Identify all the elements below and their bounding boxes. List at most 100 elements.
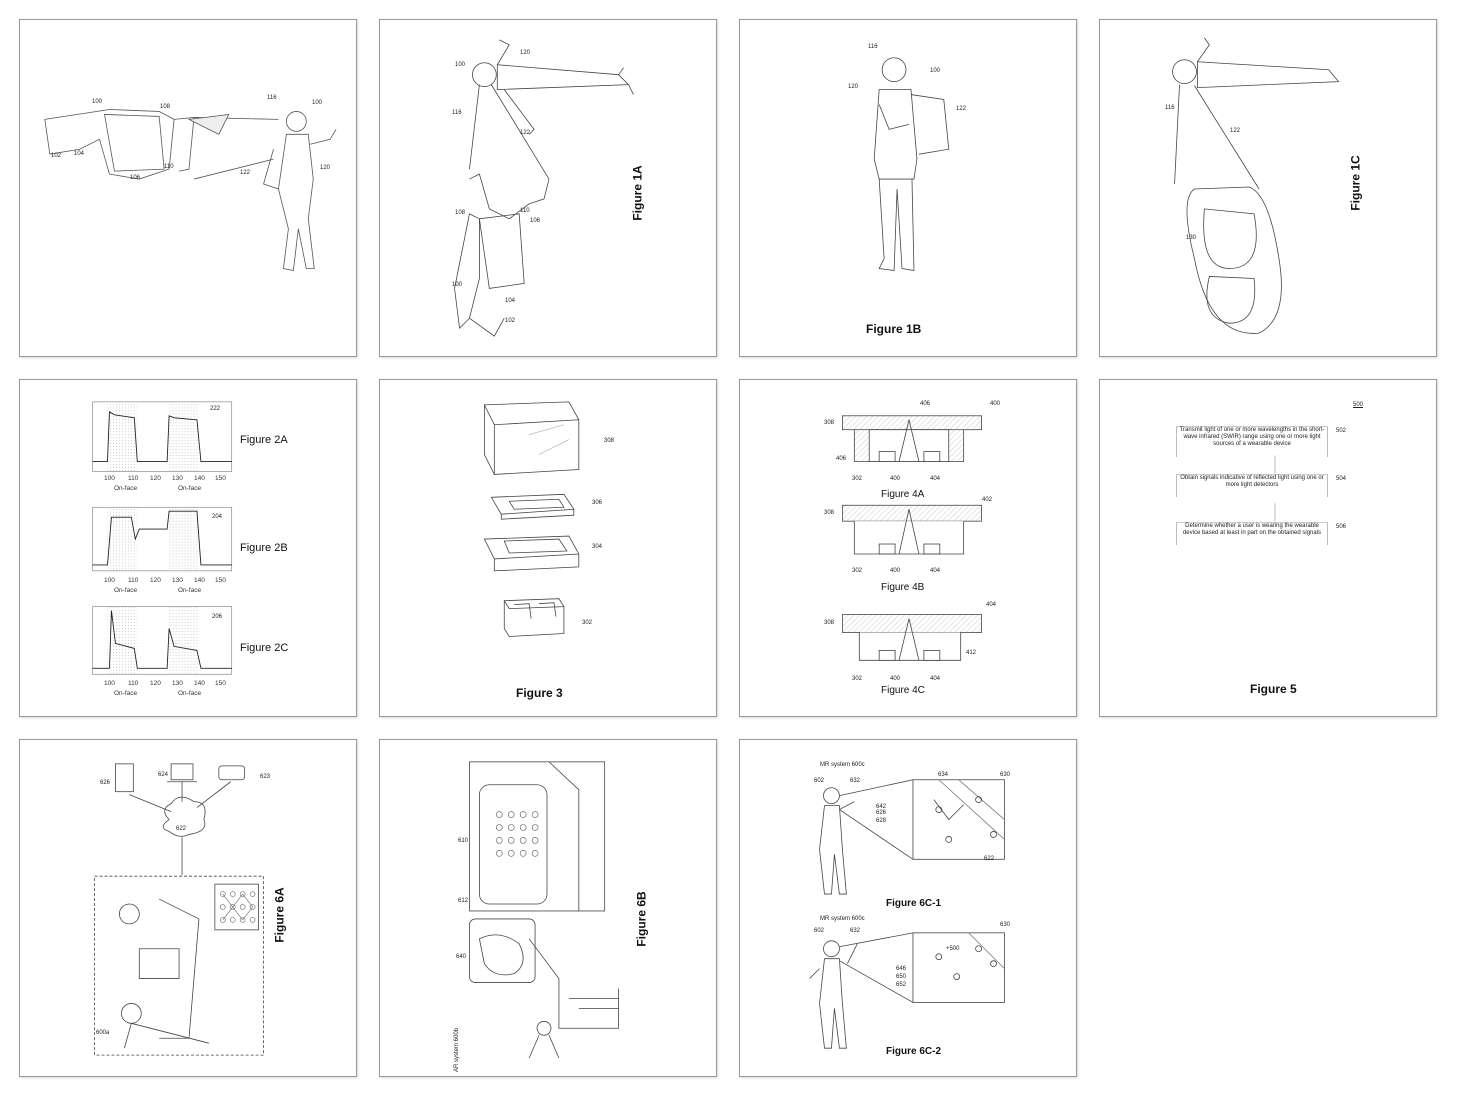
label-400-a: 400 (890, 476, 901, 482)
label-308-b: 308 (824, 510, 835, 516)
label-130-1c: 130 (1186, 235, 1197, 241)
figure-6b-caption: Figure 6B (634, 891, 649, 947)
label-632: 632 (850, 778, 861, 784)
label-622: 622 (984, 856, 995, 862)
label-120: 120 (320, 165, 331, 171)
label-640: 640 (456, 954, 467, 960)
tick: 110 (128, 577, 139, 584)
label-404-c: 404 (986, 602, 997, 608)
glasses-and-person-drawing (44, 109, 337, 271)
tick: 140 (194, 475, 205, 482)
label-100-1a: 100 (455, 62, 466, 68)
label-104: 104 (74, 151, 85, 157)
label-622: 622 (176, 826, 187, 832)
tick: 120 (150, 475, 161, 482)
on-face-label: On-face (114, 690, 138, 697)
figure-tile-2[interactable]: 222 204 206 Figure 2A Figure 2B Figure 2… (19, 379, 357, 717)
tick: 140 (194, 680, 205, 687)
label-624: 624 (158, 772, 169, 778)
label-102: 102 (51, 153, 62, 159)
figure-3-caption: Figure 3 (516, 686, 563, 700)
label-404-b: 404 (930, 568, 941, 574)
tick: 150 (215, 475, 226, 482)
flow-step-506: Determine whether a user is wearing the … (1176, 522, 1328, 545)
figure-5-flowchart-lines (1274, 455, 1276, 522)
label-652: 652 (896, 982, 907, 988)
label-104-1a: 104 (505, 298, 516, 304)
tick: 130 (172, 680, 183, 687)
flow-step-504: Obtain signals indicative of reflected l… (1176, 474, 1328, 497)
label-612: 612 (458, 898, 469, 904)
tick: 130 (172, 475, 183, 482)
figure-4a-caption: Figure 4A (881, 489, 925, 500)
label-306: 306 (592, 500, 603, 506)
label-308-c: 308 (824, 620, 835, 626)
label-400: 400 (990, 401, 1001, 407)
label-110-1a: 110 (520, 208, 530, 214)
label-600a: 600a (96, 1030, 110, 1036)
label-106: 106 (130, 175, 141, 181)
label-108-1a: 108 (455, 210, 466, 216)
figure-tile-4[interactable]: Figure 4A Figure 4B Figure 4C 406 400 30… (739, 379, 1077, 717)
on-face-label: On-face (178, 587, 202, 594)
tick: 130 (172, 577, 183, 584)
label-404-c2: 404 (930, 676, 941, 682)
figure-tile-1-overview[interactable]: 100 108 102 104 106 110 116 100 122 120 (19, 19, 357, 357)
figure-1a-caption: Figure 1A (630, 165, 645, 221)
label-302-a: 302 (852, 476, 863, 482)
label-304: 304 (592, 544, 603, 550)
flow-step-502: Transmit light of one or more wavelength… (1176, 426, 1328, 457)
label-116-1a: 116 (452, 110, 462, 116)
label-100-1b: 100 (930, 68, 941, 74)
ref-506: 506 (1336, 524, 1347, 530)
label-402: 402 (982, 497, 993, 503)
figure-6a-caption: Figure 6A (272, 887, 287, 943)
label-400-b: 400 (890, 568, 901, 574)
ref-500: 500 (1353, 402, 1364, 408)
label-646: 646 (896, 966, 907, 972)
figure-tile-5[interactable]: 500 Transmit light of one or more wavele… (1099, 379, 1437, 717)
label-626: 626 (876, 810, 887, 816)
figure-2a-caption: Figure 2A (240, 434, 288, 446)
label-412: 412 (966, 650, 977, 656)
ref-206: 206 (212, 614, 223, 620)
figure-3-exploded-view (483, 401, 580, 637)
label-mr-system-1: MR system 600c (820, 762, 865, 768)
label-602-b: 602 (814, 928, 825, 934)
label-406-a: 406 (836, 456, 847, 462)
label-106-1a: 106 (530, 218, 541, 224)
label-623: 623 (260, 774, 271, 780)
figure-6c-drawing (809, 779, 1005, 1049)
ref-222: 222 (210, 406, 221, 412)
label-302-b: 302 (852, 568, 863, 574)
label-628: 628 (876, 818, 887, 824)
on-face-label: On-face (178, 690, 202, 697)
on-face-label: On-face (114, 587, 138, 594)
label-630-b: 630 (1000, 922, 1011, 928)
label-308-a: 308 (824, 420, 835, 426)
figure-1b-caption: Figure 1B (866, 322, 922, 336)
label-630: 630 (1000, 772, 1011, 778)
tick: 100 (104, 577, 115, 584)
figure-tile-3[interactable]: Figure 3 308 306 304 302 (379, 379, 717, 717)
figure-tile-1b[interactable]: Figure 1B 116 100 120 122 (739, 19, 1077, 357)
figure-4c-caption: Figure 4C (881, 685, 925, 696)
label-116: 116 (267, 95, 277, 101)
label-ar-system-600b: AR system 600b (454, 1027, 460, 1072)
tick: 120 (150, 680, 161, 687)
label-116-1b: 116 (868, 44, 878, 50)
figure-2b-caption: Figure 2B (240, 542, 288, 554)
figure-tile-6b[interactable]: Figure 6B AR system 600b 640 612 610 (379, 739, 717, 1077)
figure-6c-1-caption: Figure 6C-1 (886, 898, 942, 909)
figure-tile-1a[interactable]: Figure 1A 100 116 120 122 108 110 106 10… (379, 19, 717, 357)
figure-tile-1c[interactable]: Figure 1C 116 122 130 (1099, 19, 1437, 357)
figure-1a-drawing (454, 39, 634, 337)
figure-tile-6c[interactable]: MR system 600c 602 632 642 626 628 630 6… (739, 739, 1077, 1077)
label-122-1b: 122 (956, 106, 967, 112)
tick: 140 (194, 577, 205, 584)
label-302-c: 302 (852, 676, 863, 682)
on-face-label: On-face (114, 485, 138, 492)
tick: 120 (150, 577, 161, 584)
figure-tile-6a[interactable]: Figure 6A 626 624 623 622 600a (19, 739, 357, 1077)
label-602: 602 (814, 778, 825, 784)
